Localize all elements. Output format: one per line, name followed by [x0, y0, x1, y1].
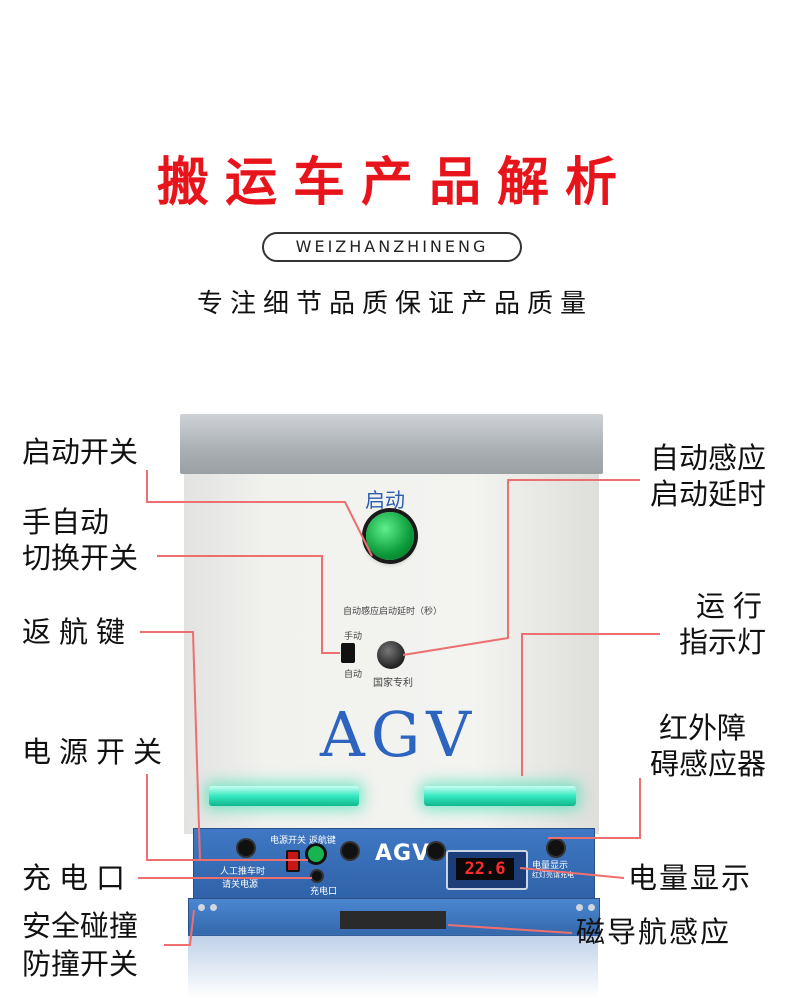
panel-knob-mid — [342, 843, 358, 859]
page-subtitle: 专注细节品质保证产品质量 — [196, 289, 593, 319]
label-magnetic-sensor: 磁导航感应 — [576, 915, 732, 949]
battery-meter-value: 22.6 — [456, 858, 514, 880]
label-manual-auto-1: 手自动 — [22, 505, 110, 539]
mode-manual-label: 手动 — [344, 632, 363, 642]
callout-run-light — [521, 633, 660, 776]
screw-icon — [198, 904, 205, 911]
label-charge-port: 充电口 — [22, 861, 134, 895]
panel-warning-2: 请关电源 — [222, 880, 259, 890]
delay-caption: 自动感应启动延时（秒） — [343, 607, 443, 617]
callout-start-switch — [146, 470, 373, 557]
magnetic-sensor-bar — [340, 911, 446, 929]
brand-tag: WEIZHANZHINENG — [262, 232, 522, 262]
panel-knob-right — [428, 843, 444, 859]
label-bumper-1: 安全碰撞 — [22, 909, 139, 943]
page-title: 搬运车产品解析 — [156, 153, 633, 213]
label-infrared-1: 红外障 — [658, 711, 746, 745]
label-auto-delay-1: 自动感应 — [649, 441, 766, 475]
start-button[interactable] — [366, 512, 414, 560]
panel-charge-label: 充电口 — [310, 887, 338, 897]
screw-icon — [210, 904, 217, 911]
panel-warning-1: 人工推车时 — [220, 867, 266, 877]
label-start-switch: 启动开关 — [22, 435, 139, 469]
panel-knob-left — [238, 840, 254, 856]
callout-battery — [519, 867, 625, 879]
battery-meter: 22.6 — [446, 850, 528, 890]
meter-caption-1: 电量显示 — [532, 861, 569, 871]
patent-label: 国家专利 — [373, 678, 413, 689]
label-return-key: 返航键 — [22, 615, 134, 649]
machine-top-cover — [180, 414, 603, 474]
run-indicator-left — [209, 786, 359, 806]
label-run-light-2: 指示灯 — [678, 625, 766, 659]
run-indicator-right — [424, 786, 576, 806]
screw-icon — [576, 904, 583, 911]
label-infrared-2: 碍感应器 — [649, 747, 766, 781]
label-bumper-2: 防撞开关 — [22, 947, 139, 981]
infrared-sensor — [548, 840, 564, 856]
callout-manual-auto — [157, 555, 340, 654]
meter-caption-2: 红灯亮请充电 — [532, 871, 574, 879]
start-button-label: 启动 — [365, 488, 405, 512]
callout-bumper — [164, 909, 195, 946]
floor-reflection — [188, 934, 598, 998]
mode-auto-label: 自动 — [344, 670, 363, 680]
label-manual-auto-2: 切换开关 — [22, 541, 139, 575]
callout-magnetic — [447, 924, 573, 934]
mode-switch[interactable] — [341, 643, 355, 663]
label-run-light-1: 运行 — [695, 589, 770, 623]
callout-auto-delay — [402, 479, 640, 656]
control-panel — [193, 828, 595, 900]
callout-power-switch — [146, 774, 286, 861]
delay-knob[interactable] — [377, 641, 405, 669]
label-power-switch: 电源开关 — [22, 735, 171, 769]
machine-brand: AGV — [320, 698, 478, 771]
charge-port[interactable] — [312, 871, 322, 881]
panel-power-return-label: 电源开关 返航键 — [270, 836, 336, 846]
callout-infrared — [548, 778, 641, 839]
panel-brand: AGV — [375, 841, 431, 866]
screw-icon — [588, 904, 595, 911]
label-auto-delay-2: 启动延时 — [649, 477, 766, 511]
return-button[interactable] — [308, 846, 324, 862]
label-battery-display: 电量显示 — [628, 861, 753, 895]
